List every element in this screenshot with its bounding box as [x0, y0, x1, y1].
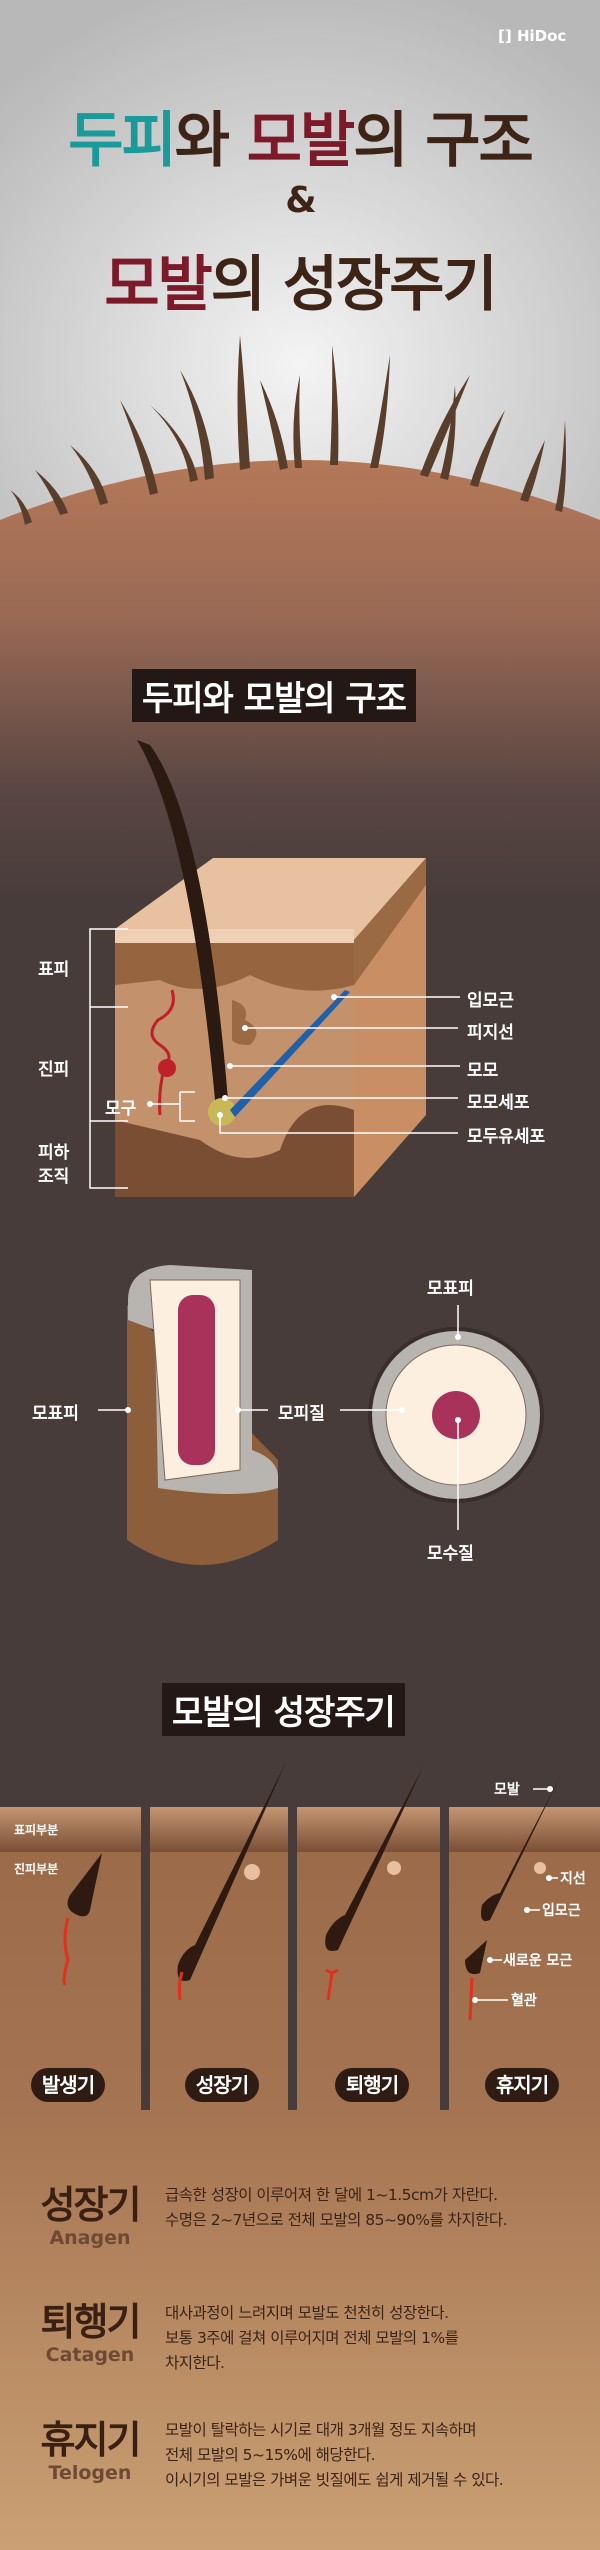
hero-title-segment: 모발 [104, 250, 212, 320]
medulla [178, 1295, 215, 1465]
label-new-root: 새로운 모근 [503, 1953, 573, 1969]
hero-title-segment: 와 [174, 106, 247, 176]
structure-heading: 두피와 모발의 구조 [132, 669, 416, 722]
label-cortex: 모피질 [278, 1404, 325, 1424]
phase-anagen-desc: 급속한 성장이 이루어져 한 달에 1~1.5cm가 자란다.수명은 2~7년으… [165, 2186, 508, 2229]
label-epidermis-part: 표피부분 [14, 1823, 59, 1837]
hero-title-segment: 모발 [246, 106, 355, 176]
blood-vessel [150, 989, 175, 1116]
label-hair-bulb: 모구 [105, 1099, 137, 1119]
hero-title-segment: 두피 [68, 106, 176, 176]
scalp-hairs [10, 335, 566, 525]
label-dermal-papilla-cells: 모두유세포 [467, 1127, 546, 1147]
label-sebaceous-gland: 피지선 [467, 1023, 514, 1043]
cycle-heading: 모발의 성장주기 [162, 1683, 405, 1736]
label-dermis: 진피 [38, 1060, 70, 1080]
label-vessel: 혈관 [511, 1993, 537, 2009]
label-gland: 지선 [560, 1871, 586, 1887]
hidoc-logo: [] HiDoc [498, 27, 567, 45]
hero-title-segment: 구조 [425, 106, 533, 176]
stage-telogen: 휴지기 [485, 2068, 559, 2102]
phase-catagen-desc: 대사과정이 느려지며 모발도 천천히 성장한다.보통 3주에 걸쳐 이루어지며 … [165, 2304, 459, 2372]
label-arrector-muscle: 입모근 [467, 991, 514, 1011]
label-cuticle-top: 모표피 [427, 1279, 474, 1299]
stage-catagen: 퇴행기 [335, 2068, 409, 2102]
hero-title-segment: 의 [210, 250, 283, 320]
stage-anagen-early: 발생기 [31, 2068, 105, 2102]
hair-bulb [208, 1098, 236, 1126]
label-subcutis-1: 피하 [38, 1143, 70, 1163]
hero-title-line2: 모발의 성장주기 [0, 236, 600, 323]
logo-bracket-icon: [] [498, 27, 512, 45]
label-subcutis-2: 조직 [38, 1167, 70, 1187]
hair-cross-section [368, 1327, 544, 1503]
hair-shaft-illustration [127, 1265, 279, 1565]
hair-shaft [137, 740, 228, 1100]
label-hair-matrix: 모모 [467, 1061, 499, 1081]
label-muscle: 입모근 [542, 1903, 581, 1919]
label-cuticle-left: 모표피 [32, 1404, 79, 1424]
growth-cycle-panels [0, 1760, 600, 2110]
stage-anagen: 성장기 [185, 2068, 259, 2102]
label-dermis-part: 진피부분 [14, 1862, 59, 1876]
hero-title-segment: 성장주기 [282, 250, 498, 320]
label-matrix-cells: 모모세포 [467, 1093, 530, 1113]
label-hair: 모발 [494, 1782, 520, 1798]
arrector-muscle [230, 990, 350, 1117]
structure-callout-lines [89, 928, 460, 1189]
hero-title-line1: 두피와 모발의 구조 [0, 92, 600, 179]
sebaceous-gland [232, 1000, 257, 1045]
hero-title-segment: 의 [353, 106, 426, 176]
label-medulla: 모수질 [427, 1544, 474, 1564]
hero-ampersand: & [285, 180, 316, 221]
label-epidermis: 표피 [38, 960, 70, 980]
